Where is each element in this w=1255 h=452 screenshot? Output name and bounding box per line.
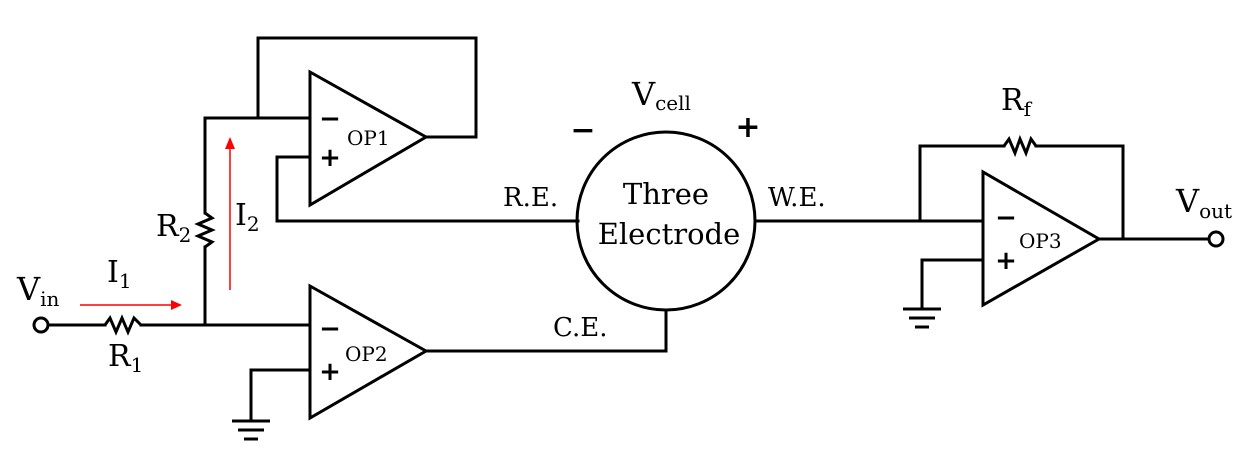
op2-label: OP2	[345, 342, 388, 366]
r1-label: R1	[108, 339, 143, 377]
reference-electrode-label: R.E.	[503, 183, 558, 213]
op3-label: OP3	[1019, 229, 1062, 253]
cell-minus-sign: −	[570, 113, 595, 148]
ground-symbol-op3	[903, 307, 941, 329]
cell-label-line2: Electrode	[598, 217, 741, 251]
vout-terminal	[1207, 230, 1225, 248]
counter-electrode-label: C.E.	[553, 313, 607, 343]
op2-plus-sign: +	[319, 357, 341, 387]
vin-terminal	[32, 316, 50, 334]
op-amp-op2: − + OP2	[308, 283, 430, 421]
r2-label: R2	[156, 209, 191, 247]
op1-minus-sign: −	[319, 104, 341, 134]
cell-label-line1: Three	[623, 177, 709, 211]
op3-plus-sign: +	[995, 246, 1017, 276]
op-amp-op3: − + OP3	[981, 169, 1103, 308]
op3-minus-sign: −	[995, 203, 1017, 233]
op1-label: OP1	[347, 126, 390, 150]
rf-label: Rf	[1001, 83, 1033, 121]
cell-circle	[575, 130, 757, 312]
resistor-rf	[1002, 134, 1038, 158]
wires	[46, 36, 1211, 422]
three-electrode-cell: Three Electrode	[575, 130, 757, 312]
current-arrow-i2	[225, 137, 235, 290]
i1-label: I1	[107, 255, 132, 293]
resistor-r2	[194, 211, 216, 249]
resistor-r1	[103, 314, 143, 336]
op-amp-op1: − + OP1	[308, 69, 430, 208]
ground-symbol-op2	[232, 419, 270, 441]
i2-label: I2	[235, 198, 260, 236]
op2-minus-sign: −	[319, 314, 341, 344]
vout-label: Vout	[1175, 182, 1232, 223]
vin-label: Vin	[16, 270, 60, 311]
vcell-label: Vcell	[631, 75, 691, 115]
op1-plus-sign: +	[319, 143, 341, 173]
cell-plus-sign: +	[735, 110, 760, 145]
current-arrow-i1	[80, 300, 182, 310]
working-electrode-label: W.E.	[768, 183, 826, 213]
